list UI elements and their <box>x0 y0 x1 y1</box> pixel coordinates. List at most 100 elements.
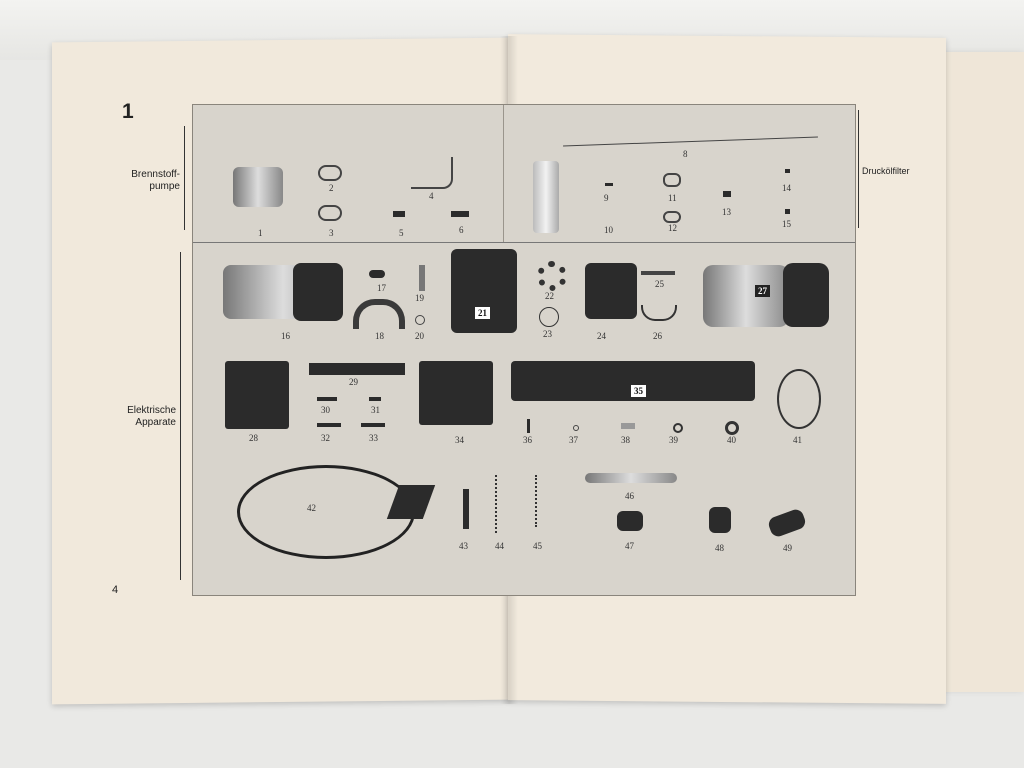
part-number: 43 <box>459 541 468 551</box>
part-number: 3 <box>329 228 334 238</box>
part-number: 26 <box>653 331 662 341</box>
generator-photo <box>703 265 789 327</box>
part-number: 9 <box>604 193 609 203</box>
part-number: 39 <box>669 435 678 445</box>
oil-line-photo <box>563 136 818 147</box>
gasket-photo <box>663 211 681 223</box>
small-strip-photo <box>317 423 341 427</box>
wire-coil-photo <box>777 369 821 429</box>
part-number: 10 <box>604 225 613 235</box>
plate-vertical-divider <box>503 105 504 242</box>
terminals-photo <box>495 475 505 533</box>
washer-photo <box>725 421 739 435</box>
part-number: 1 <box>258 228 263 238</box>
part-number: 48 <box>715 543 724 553</box>
terminals-photo <box>535 475 545 527</box>
screw-photo <box>605 183 613 186</box>
part-number: 32 <box>321 433 330 443</box>
gasket-photo <box>663 173 681 187</box>
washer-photo <box>573 425 579 431</box>
part-tag-35: 35 <box>631 385 646 397</box>
part-number: 5 <box>399 228 404 238</box>
part-number: 28 <box>249 433 258 443</box>
fuel-pump-photo <box>233 167 283 207</box>
part-number: 29 <box>349 377 358 387</box>
part-number: 15 <box>782 219 791 229</box>
clip-photo <box>641 271 675 275</box>
flap-photo <box>419 361 493 425</box>
part-number: 8 <box>683 149 688 159</box>
small-part-photo <box>785 209 790 214</box>
distributor-photo <box>451 249 517 333</box>
elbow-fitting-photo <box>766 507 808 539</box>
part-number: 45 <box>533 541 542 551</box>
gear-photo <box>537 261 567 291</box>
elbow-fitting-photo <box>709 507 731 533</box>
part-number: 34 <box>455 435 464 445</box>
bracket-oil-filter <box>852 110 859 228</box>
part-number: 49 <box>783 543 792 553</box>
part-number: 44 <box>495 541 504 551</box>
lever-photo <box>369 270 385 278</box>
page-number: 4 <box>112 584 119 596</box>
section-label-oil-filter: Druckölfilter <box>862 166 910 176</box>
part-number: 33 <box>369 433 378 443</box>
part-number: 24 <box>597 331 606 341</box>
part-tag-27: 27 <box>755 285 770 297</box>
part-number: 38 <box>621 435 630 445</box>
part-number: 23 <box>543 329 552 339</box>
starter-housing-photo <box>293 263 343 321</box>
part-number: 6 <box>459 225 464 235</box>
part-number: 25 <box>655 279 664 289</box>
generator-housing-photo <box>783 263 829 327</box>
plate-divider <box>193 242 855 243</box>
part-number: 2 <box>329 183 334 193</box>
section-label-fuel-pump: Brennstoff- pumpe <box>131 169 180 192</box>
part-tag-21: 21 <box>475 307 490 319</box>
small-strip-photo <box>317 397 337 401</box>
small-strip-photo <box>369 397 381 401</box>
screw-photo <box>527 419 530 433</box>
strip-photo <box>309 363 405 375</box>
part-number: 20 <box>415 331 424 341</box>
part-number: 47 <box>625 541 634 551</box>
small-part-photo <box>785 169 790 173</box>
plug-connector-photo <box>463 489 469 529</box>
parts-photo-plate: 21 27 35 1 2 3 4 5 6 8 9 10 11 12 13 14 … <box>192 104 856 596</box>
oil-filter-photo <box>533 161 559 233</box>
part-number: 18 <box>375 331 384 341</box>
spark-plug-photo <box>419 265 425 291</box>
part-number: 11 <box>668 193 677 203</box>
bracket-fuel-pump <box>184 126 191 230</box>
cover-plate-photo <box>225 361 289 429</box>
regulator-photo <box>585 263 637 319</box>
part-number: 37 <box>569 435 578 445</box>
part-number: 22 <box>545 291 554 301</box>
part-number: 36 <box>523 435 532 445</box>
part-number: 30 <box>321 405 330 415</box>
bracket-arc-photo <box>353 299 405 329</box>
ring-photo <box>415 315 425 325</box>
part-number: 17 <box>377 283 386 293</box>
bracket-electrics <box>180 252 187 580</box>
part-number: 42 <box>307 503 316 513</box>
part-number: 40 <box>727 435 736 445</box>
three-way-fitting-photo <box>723 191 731 197</box>
chapter-number: 1 <box>122 100 134 123</box>
gasket-photo <box>318 165 342 181</box>
gasket-photo <box>318 205 342 221</box>
o-ring-photo <box>539 307 559 327</box>
banjo-bolt-photo <box>451 211 469 217</box>
part-number: 19 <box>415 293 424 303</box>
section-label-electrics: Elektrische Apparate <box>127 405 176 428</box>
part-number: 31 <box>371 405 380 415</box>
part-number: 13 <box>722 207 731 217</box>
fuel-line-photo <box>411 157 453 189</box>
part-number: 16 <box>281 331 290 341</box>
part-number: 41 <box>793 435 802 445</box>
washer-photo <box>673 423 683 433</box>
tee-fitting-photo <box>393 211 405 217</box>
tube-photo <box>585 473 677 483</box>
y-fitting-photo <box>617 511 643 531</box>
part-number: 4 <box>429 191 434 201</box>
